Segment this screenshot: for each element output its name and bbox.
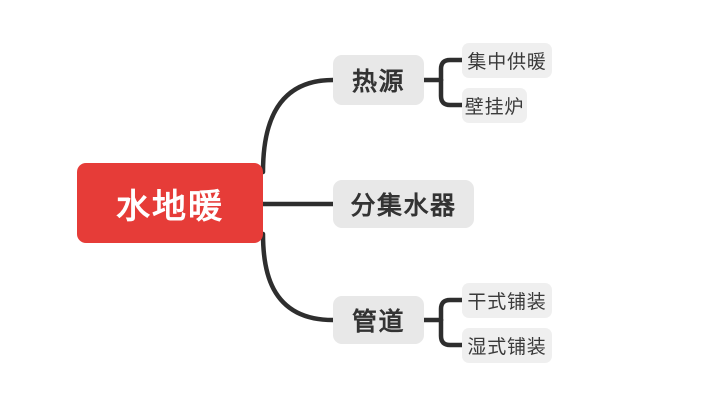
branch-node-pipe[interactable]: 管道	[333, 296, 424, 344]
leaf-node-central-heating[interactable]: 集中供暖	[462, 43, 552, 78]
edge-pipe-to-dry	[438, 297, 465, 323]
root-node[interactable]: 水地暖	[77, 163, 263, 243]
edge-root-to-heat	[260, 77, 336, 175]
edge-root-to-pipe	[260, 231, 336, 323]
leaf-node-wall-hung-boiler[interactable]: 壁挂炉	[462, 88, 527, 123]
leaf-node-wet-installation[interactable]: 湿式铺装	[462, 328, 552, 363]
edge-heat-to-central	[438, 57, 465, 83]
branch-node-heat-source[interactable]: 热源	[333, 55, 424, 105]
leaf-node-dry-installation[interactable]: 干式铺装	[462, 283, 552, 318]
edge-heat-to-boiler	[438, 77, 465, 108]
edge-pipe-to-wet	[438, 317, 465, 348]
branch-node-manifold[interactable]: 分集水器	[333, 180, 474, 228]
